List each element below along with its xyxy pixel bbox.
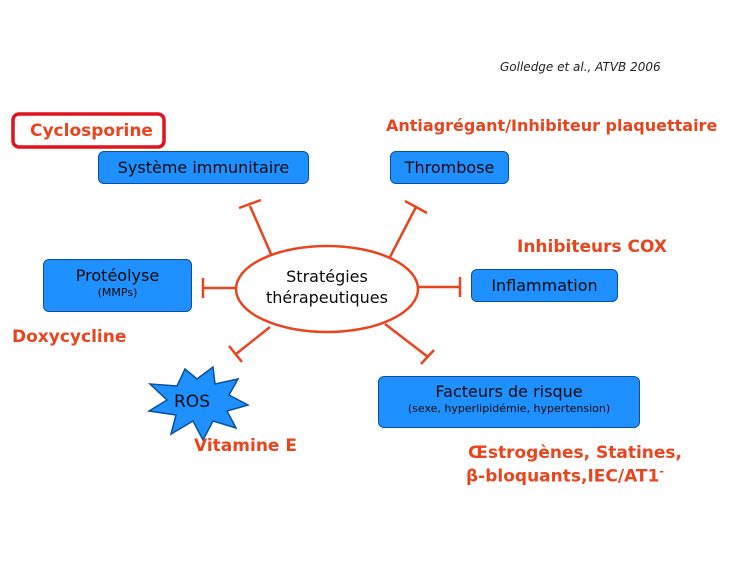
ros-starburst bbox=[146, 365, 251, 442]
box-inflammation-label: Inflammation bbox=[491, 276, 598, 295]
treatment-doxycycline: Doxycycline bbox=[12, 327, 127, 347]
center-line-2: thérapeutiques bbox=[266, 288, 388, 307]
box-proteolyse-label: Protéolyse bbox=[75, 266, 160, 285]
treatment-antiagregant: Antiagrégant/Inhibiteur plaquettaire bbox=[386, 116, 718, 135]
tbar-immune bbox=[238, 198, 262, 210]
connectors bbox=[201, 198, 462, 365]
box-proteolyse-sub: (MMPs) bbox=[97, 286, 138, 299]
treatment-inhibiteurs-cox: Inhibiteurs COX bbox=[517, 237, 667, 257]
box-inflammation: Inflammation bbox=[471, 269, 618, 302]
box-facteurs-de-risque: Facteurs de risque (sexe, hyperlipidémie… bbox=[378, 376, 640, 428]
connector-thrombose bbox=[388, 206, 418, 258]
ros-label: ROS bbox=[174, 392, 210, 412]
treatment-vitamine-e: Vitamine E bbox=[194, 436, 297, 456]
tbar-thrombose bbox=[404, 199, 428, 215]
box-facteurs-de-risque-sub: (sexe, hyperlipidémie, hypertension) bbox=[407, 402, 611, 415]
box-facteurs-de-risque-label: Facteurs de risque bbox=[435, 382, 583, 401]
center-title: Stratégies thérapeutiques bbox=[246, 266, 408, 308]
tbar-risque bbox=[420, 349, 435, 365]
tbar-ros bbox=[228, 345, 243, 363]
treatment-cyclosporine: Cyclosporine bbox=[30, 121, 153, 141]
cyclosporine-highlight bbox=[11, 112, 166, 149]
treatment-oestrogenes: Œstrogènes, Statines, bbox=[468, 443, 682, 463]
box-proteolyse: Protéolyse (MMPs) bbox=[43, 259, 192, 312]
connector-immune bbox=[248, 205, 273, 255]
treatment-bloquants: β-bloquants,IEC/AT1- bbox=[466, 465, 664, 487]
box-systeme-immunitaire-label: Système immunitaire bbox=[117, 158, 290, 177]
box-systeme-immunitaire: Système immunitaire bbox=[98, 151, 309, 184]
box-thrombose: Thrombose bbox=[390, 151, 509, 184]
center-line-1: Stratégies bbox=[286, 267, 368, 286]
connector-risque bbox=[384, 323, 429, 358]
treatment-bloquants-text: β-bloquants,IEC/AT1 bbox=[466, 466, 660, 487]
box-thrombose-label: Thrombose bbox=[404, 158, 495, 177]
connector-ros bbox=[235, 326, 271, 355]
citation: Golledge et al., ATVB 2006 bbox=[500, 60, 661, 74]
treatment-bloquants-sup: - bbox=[659, 465, 664, 478]
